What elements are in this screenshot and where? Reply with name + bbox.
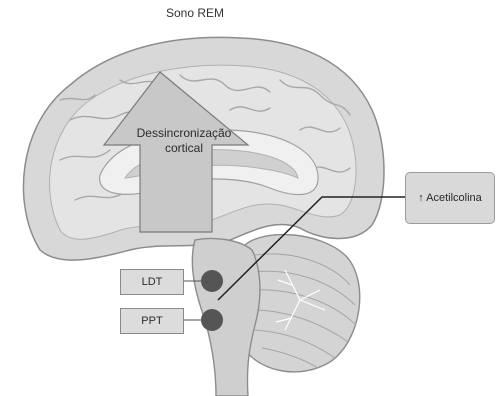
ppt-nucleus [201, 309, 223, 331]
ldt-nucleus [201, 270, 223, 292]
ldt-label: LDT [120, 269, 184, 295]
arrow-label-line1: Dessincronização [128, 126, 240, 141]
arrow-label-line2: cortical [128, 141, 240, 156]
acetylcholine-label: ↑ Acetilcolina [405, 172, 495, 224]
diagram-title: Sono REM [0, 6, 390, 20]
ppt-label: PPT [120, 308, 184, 334]
arrow-label: Dessincronização cortical [128, 126, 240, 156]
